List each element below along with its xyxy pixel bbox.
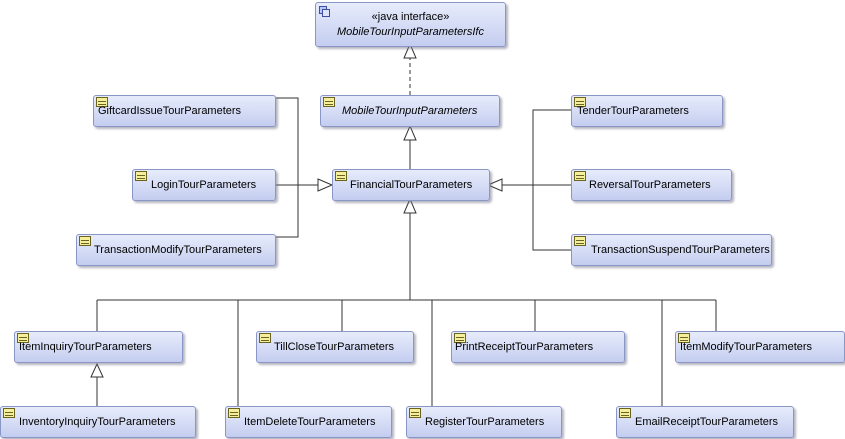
class-icon <box>135 171 147 181</box>
class-name: MobileTourInputParameters <box>342 105 478 117</box>
interface-stereotype: «java interface» <box>371 11 450 23</box>
class-icon <box>96 97 108 107</box>
class-icon <box>228 408 240 418</box>
arrowhead-financial-left <box>317 178 334 192</box>
class-node-transaction-modify-tour-parameters[interactable]: TransactionModifyTourParameters <box>76 234 276 266</box>
class-icon <box>335 171 347 181</box>
class-node-giftcard-issue-tour-parameters[interactable]: GiftcardIssueTourParameters <box>93 95 276 127</box>
arrowhead-interface <box>403 42 417 59</box>
class-icon <box>574 236 586 246</box>
interface-node[interactable]: «java interface» MobileTourInputParamete… <box>315 2 506 47</box>
class-node-item-delete-tour-parameters[interactable]: ItemDeleteTourParameters <box>225 406 392 438</box>
left-group-bus <box>276 97 299 238</box>
class-name: ItemModifyTourParameters <box>680 341 813 353</box>
class-icon <box>259 333 271 343</box>
class-name: RegisterTourParameters <box>425 416 545 428</box>
class-icon <box>574 171 586 181</box>
class-name: EmailReceiptTourParameters <box>635 416 779 428</box>
arrowhead-financial-bottom <box>403 197 417 214</box>
class-node-item-inquiry-tour-parameters[interactable]: ItemInquiryTourParameters <box>14 331 183 363</box>
class-node-print-receipt-tour-parameters[interactable]: PrintReceiptTourParameters <box>451 331 625 363</box>
class-node-item-modify-tour-parameters[interactable]: ItemModifyTourParameters <box>675 331 845 363</box>
class-icon <box>678 333 690 343</box>
class-name: GiftcardIssueTourParameters <box>98 105 242 117</box>
class-icon <box>409 408 421 418</box>
class-name: ItemDeleteTourParameters <box>244 416 376 428</box>
class-name: ItemInquiryTourParameters <box>19 341 152 353</box>
class-name: LoginTourParameters <box>151 179 257 191</box>
class-node-reversal-tour-parameters[interactable]: ReversalTourParameters <box>571 169 732 201</box>
class-name: FinancialTourParameters <box>350 179 473 191</box>
class-name: ReversalTourParameters <box>589 179 711 191</box>
class-name: TransactionSuspendTourParameters <box>591 244 770 256</box>
class-icon <box>619 408 631 418</box>
interface-icon <box>319 6 331 18</box>
class-icon <box>323 97 335 107</box>
class-node-inventory-inquiry-tour-parameters[interactable]: InventoryInquiryTourParameters <box>0 406 196 438</box>
class-node-mobile-tour-input-parameters[interactable]: MobileTourInputParameters <box>320 95 500 127</box>
class-node-till-close-tour-parameters[interactable]: TillCloseTourParameters <box>256 331 414 363</box>
class-icon <box>574 97 586 107</box>
class-node-transaction-suspend-tour-parameters[interactable]: TransactionSuspendTourParameters <box>571 234 772 266</box>
arrowhead-mobile <box>403 124 417 141</box>
right-group-bus <box>532 109 571 251</box>
class-node-register-tour-parameters[interactable]: RegisterTourParameters <box>406 406 562 438</box>
class-name: InventoryInquiryTourParameters <box>19 416 176 428</box>
class-name: TransactionModifyTourParameters <box>94 244 262 256</box>
class-node-tender-tour-parameters[interactable]: TenderTourParameters <box>571 95 723 127</box>
class-node-email-receipt-tour-parameters[interactable]: EmailReceiptTourParameters <box>616 406 794 438</box>
class-icon <box>79 236 91 246</box>
class-name: TenderTourParameters <box>577 105 689 117</box>
arrowhead-financial-right <box>486 178 503 192</box>
class-name: PrintReceiptTourParameters <box>455 341 594 353</box>
class-name: TillCloseTourParameters <box>274 341 395 353</box>
class-icon <box>454 333 466 343</box>
interface-name: MobileTourInputParametersIfc <box>337 26 484 38</box>
class-node-financial-tour-parameters[interactable]: FinancialTourParameters <box>332 169 490 201</box>
arrowhead-item-inquiry <box>90 362 104 378</box>
class-icon <box>17 333 29 343</box>
class-icon <box>3 408 15 418</box>
class-node-login-tour-parameters[interactable]: LoginTourParameters <box>132 169 276 201</box>
